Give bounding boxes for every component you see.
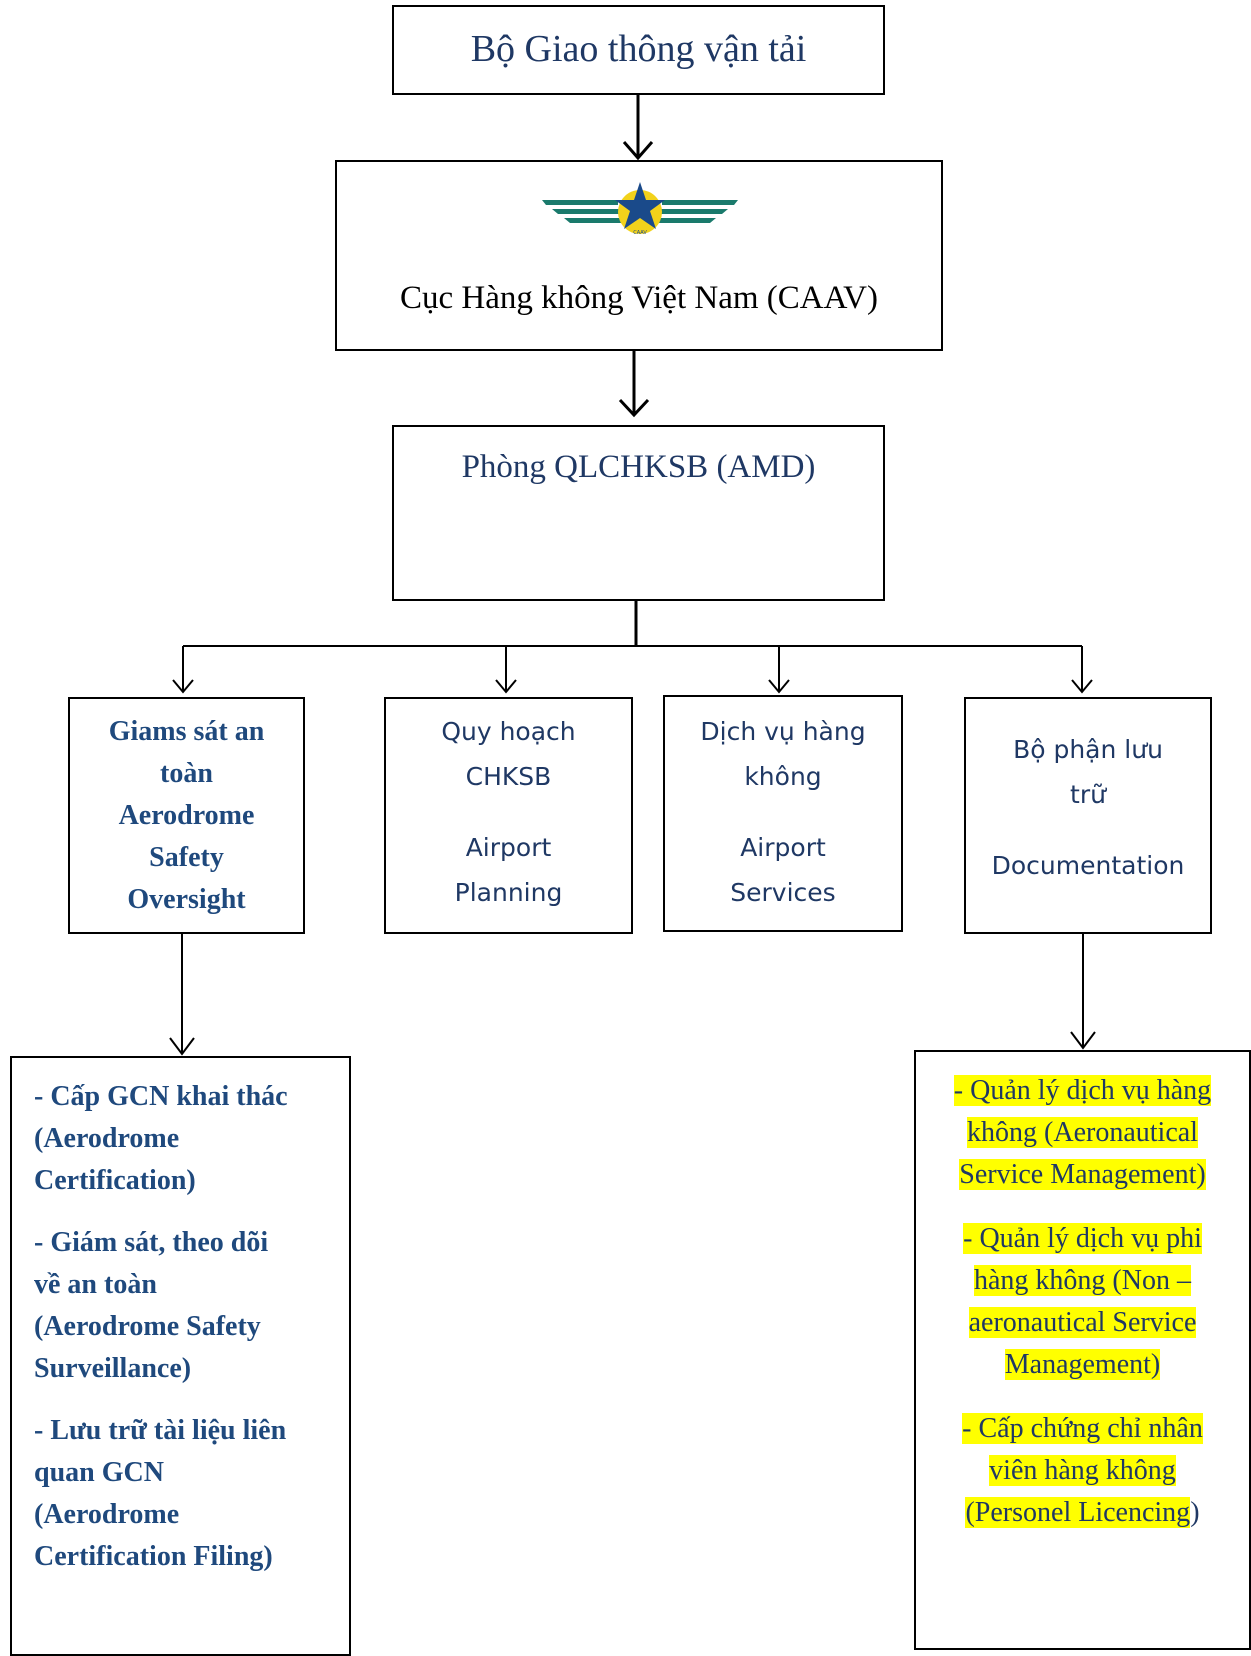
dept-services-line3: Airport	[740, 833, 826, 862]
dept-documentation-line3: Documentation	[991, 851, 1185, 880]
safety-task-item: - Cấp GCN khai thác (Aerodrome Certifica…	[34, 1081, 288, 1196]
amd-box: Phòng QLCHKSB (AMD)	[392, 425, 885, 601]
dept-planning-line3: Airport	[465, 833, 552, 862]
dept-safety-oversight: Giams sát an toàn Aerodrome Safety Overs…	[68, 697, 305, 934]
dept-services-line1: Dịch vụ hàng	[700, 717, 866, 746]
dept-services-line2: không	[744, 762, 822, 791]
dept-safety-line: Safety	[149, 842, 224, 873]
caav-label: Cục Hàng không Việt Nam (CAAV)	[399, 280, 878, 316]
dept-planning-line2: CHKSB	[465, 762, 552, 791]
safety-task-item: - Giám sát, theo dõi về an toàn (Aerodro…	[34, 1227, 269, 1384]
caav-box: CAAV Cục Hàng không Việt Nam (CAAV)	[335, 160, 943, 351]
documentation-tasks-box: - Quản lý dịch vụ hàng không (Aeronautic…	[914, 1050, 1251, 1650]
ministry-label: Bộ Giao thông vận tải	[470, 28, 807, 70]
dept-documentation-line2: trữ	[1070, 780, 1106, 809]
dept-safety-line: Aerodrome	[118, 800, 255, 831]
dept-planning-line4: Planning	[454, 878, 563, 907]
safety-task-item: - Lưu trữ tài liệu liên quan GCN (Aerodr…	[34, 1415, 287, 1572]
safety-tasks-box: - Cấp GCN khai thác (Aerodrome Certifica…	[10, 1056, 351, 1656]
documentation-task-item: - Quản lý dịch vụ phi hàng không (Non – …	[963, 1223, 1202, 1380]
dept-documentation-line1: Bộ phận lưu	[1013, 735, 1163, 764]
documentation-task-item: - Cấp chứng chỉ nhân viên hàng không (Pe…	[962, 1413, 1203, 1528]
caav-logo-text: CAAV	[633, 230, 647, 236]
dept-safety-line: Giams sát an	[108, 716, 265, 747]
dept-airport-services: Dịch vụ hàng không Airport Services	[663, 695, 903, 932]
dept-documentation: Bộ phận lưu trữ Documentation	[964, 697, 1212, 934]
amd-label: Phòng QLCHKSB (AMD)	[461, 449, 816, 485]
caav-winged-star-logo-icon: CAAV	[542, 182, 738, 236]
documentation-task-item: - Quản lý dịch vụ hàng không (Aeronautic…	[953, 1075, 1212, 1190]
ministry-box: Bộ Giao thông vận tải	[392, 5, 885, 95]
dept-planning-line1: Quy hoạch	[441, 717, 576, 746]
dept-services-line4: Services	[730, 878, 836, 907]
dept-safety-line: toàn	[160, 758, 213, 789]
dept-safety-line: Oversight	[127, 884, 246, 915]
dept-airport-planning: Quy hoạch CHKSB Airport Planning	[384, 697, 633, 934]
